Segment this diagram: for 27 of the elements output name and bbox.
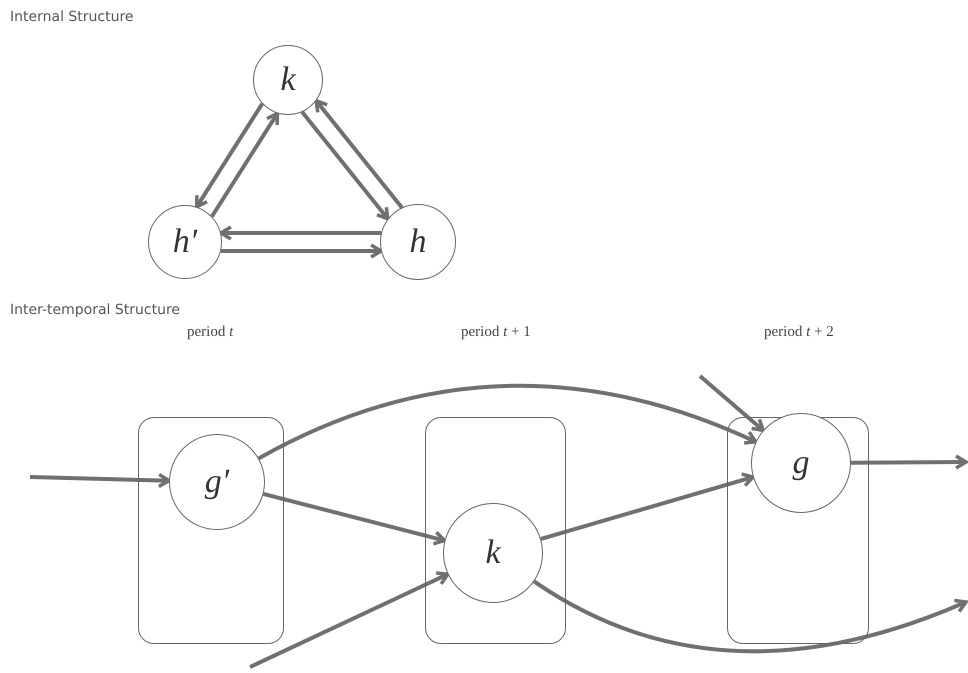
period-label: period t + 1 [461,324,531,341]
arrow [314,99,404,209]
period-label: period t + 2 [764,324,834,341]
arrow [258,384,758,460]
section-heading: Internal Structure [10,9,134,25]
arrow [210,112,280,218]
variable-circle: k [253,45,323,115]
variable-circle: g [751,413,851,513]
arrow [194,102,264,209]
arrow [698,374,765,432]
variable-circle: k [443,503,543,603]
variable-circle: g′ [169,434,265,530]
arrow [300,110,390,221]
variable-circle: h [380,204,456,280]
arrow [540,472,755,541]
section-heading: Inter-temporal Structure [10,302,180,318]
variable-circle: h′ [148,205,222,279]
arrow [249,571,450,669]
period-box [138,417,284,644]
arrow [219,225,382,241]
arrow [533,580,968,653]
arrow [851,454,968,470]
period-box [425,417,566,644]
arrow [30,472,171,488]
period-label: period t [187,324,234,341]
arrow [262,492,446,546]
arrow [220,243,383,259]
